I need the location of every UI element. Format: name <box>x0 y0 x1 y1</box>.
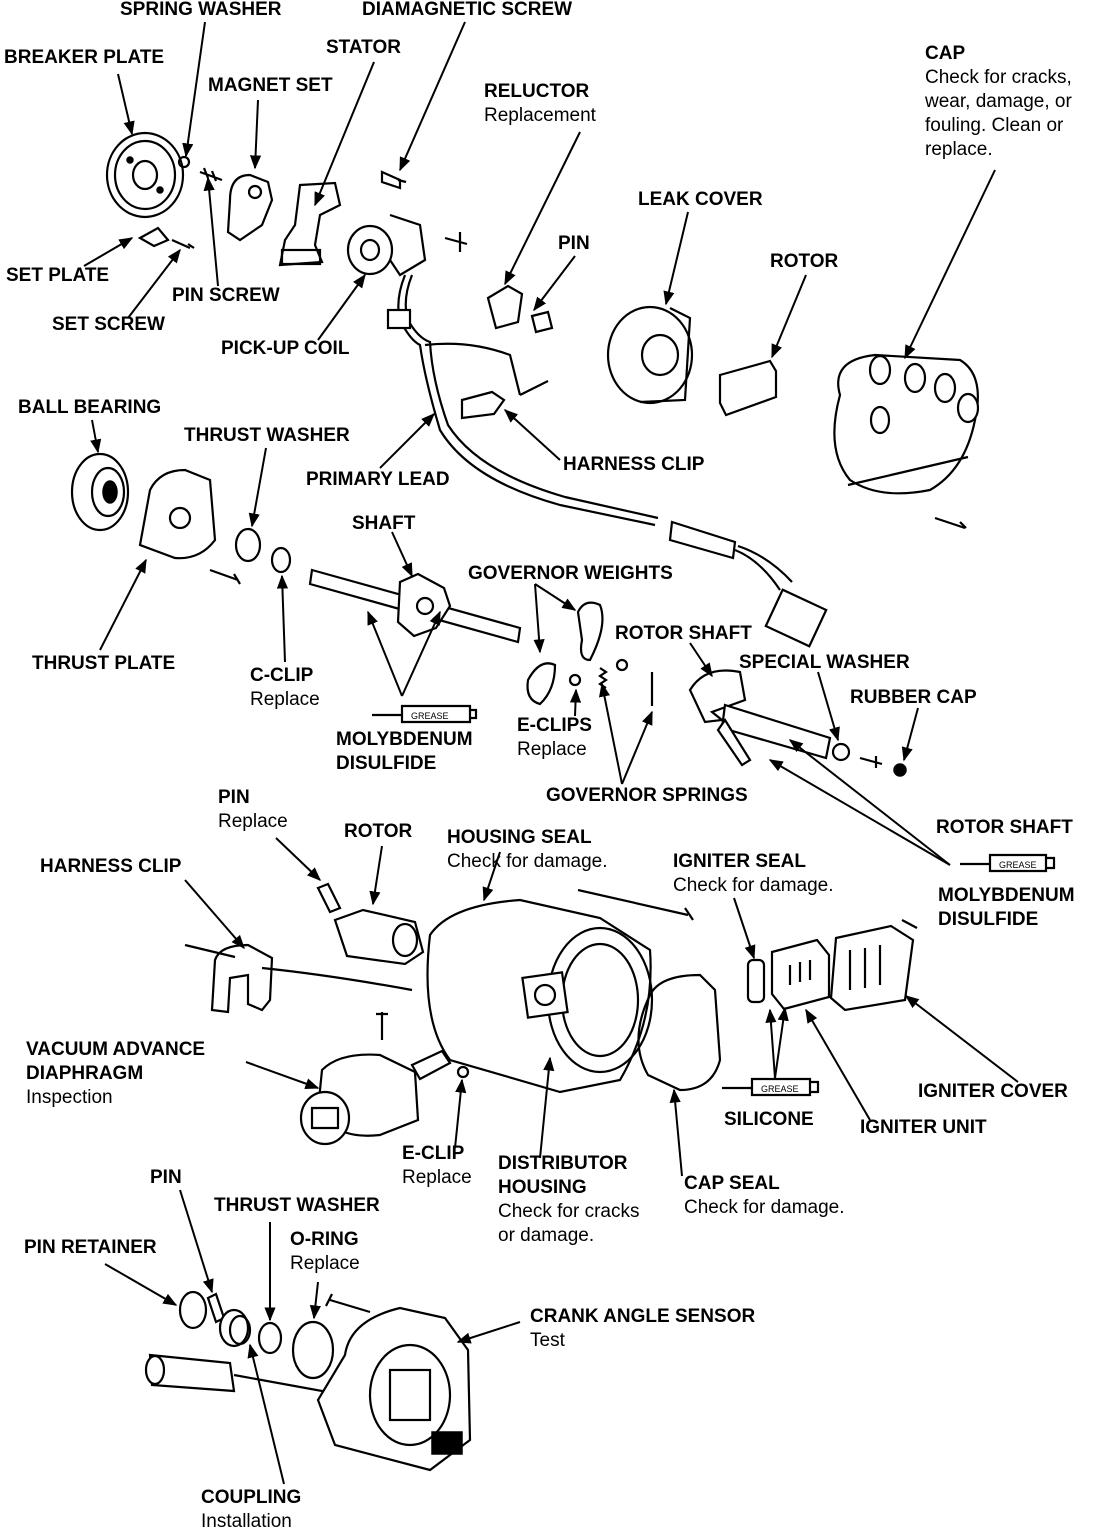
label-diamagnetic-screw: DIAMAGNETIC SCREW <box>362 0 573 20</box>
crank-angle-sensor-part <box>316 1293 472 1472</box>
label-pin-top: PIN <box>558 233 590 254</box>
special-washer-part <box>831 742 851 762</box>
label-pin-screw: PIN SCREW <box>172 285 280 306</box>
grease-tube-moly-right <box>960 853 1056 873</box>
grease-text-left: GREASE <box>411 711 449 721</box>
label-set-plate: SET PLATE <box>6 265 110 286</box>
stator-part <box>278 181 342 267</box>
e-clip-small-part <box>568 673 582 687</box>
label-spring-washer: SPRING WASHER <box>120 0 282 20</box>
thrust-washer-mid-part <box>234 527 262 563</box>
special-bolt-part <box>859 756 883 768</box>
label-thrust-washer-mid: THRUST WASHER <box>184 425 350 446</box>
label-harness-clip-top: HARNESS CLIP <box>563 454 705 475</box>
grease-text-silicone: GREASE <box>761 1084 799 1094</box>
label-pickup-coil: PICK-UP COIL <box>221 338 350 359</box>
leak-cover-part <box>606 305 694 405</box>
igniter-unit-part <box>770 938 831 1011</box>
label-rubber-cap: RUBBER CAP <box>850 687 977 708</box>
label-special-washer: SPECIAL WASHER <box>739 652 910 673</box>
pickup-coil-part <box>346 213 468 277</box>
breaker-plate-part <box>105 131 185 219</box>
leader-lines <box>83 21 1019 1485</box>
primary-lead-part <box>386 274 828 648</box>
governor-weight-a-part <box>576 601 604 662</box>
label-shaft: SHAFT <box>352 513 416 534</box>
label-rotor-shaft-mid: ROTOR SHAFT <box>615 623 752 644</box>
thrust-washer-bottom-part <box>257 1321 283 1355</box>
label-stator: STATOR <box>326 37 401 58</box>
rubber-cap-part <box>893 763 907 777</box>
label-breaker-plate: BREAKER PLATE <box>4 47 165 68</box>
label-ball-bearing: BALL BEARING <box>18 397 162 418</box>
label-igniter-cover: IGNITER COVER <box>918 1081 1068 1102</box>
distributor-housing-part <box>426 888 694 1094</box>
e-clip-part <box>456 1065 470 1079</box>
label-distributor-housing: DISTRIBUTOR HOUSING Check for cracks or … <box>498 1153 640 1246</box>
label-cap: CAP Check for cracks, wear, damage, or f… <box>925 43 1072 160</box>
harness-clip-mid-part <box>184 943 413 1014</box>
set-plate-part <box>137 226 170 248</box>
c-clip-part <box>270 546 292 574</box>
pin-retainer-part <box>178 1290 208 1330</box>
cap-seal-part <box>637 973 722 1092</box>
label-governor-weights: GOVERNOR WEIGHTS <box>468 563 673 584</box>
rotor-shaft-part <box>688 669 832 767</box>
harness-clip-top-part <box>460 380 549 420</box>
label-rotor-top: ROTOR <box>770 251 839 272</box>
label-thrust-plate: THRUST PLATE <box>32 653 176 674</box>
label-set-screw: SET SCREW <box>52 314 165 335</box>
grease-tube-silicone <box>722 1077 820 1097</box>
cap-part <box>833 353 980 530</box>
governor-spring-part <box>598 667 654 706</box>
pin-mid-part <box>316 882 342 914</box>
label-pin-bottom: PIN <box>150 1167 182 1188</box>
label-silicone: SILICONE <box>724 1109 814 1130</box>
rotor-top-part <box>718 359 778 417</box>
ball-bearing-part <box>70 452 130 532</box>
diamagnetic-screw-part <box>380 170 407 190</box>
label-vacuum-advance: VACUUM ADVANCE DIAPHRAGM Inspection <box>26 1039 206 1108</box>
o-ring-part <box>291 1320 335 1380</box>
grease-text-right: GREASE <box>999 860 1037 870</box>
governor-weight-b-part <box>526 662 557 706</box>
grease-tube-moly-left <box>372 704 478 724</box>
label-harness-clip-mid: HARNESS CLIP <box>40 856 182 877</box>
label-rotor-shaft-right: ROTOR SHAFT <box>936 817 1073 838</box>
vacuum-advance-part <box>299 1012 452 1146</box>
label-governor-springs: GOVERNOR SPRINGS <box>546 785 748 806</box>
label-thrust-washer-bottom: THRUST WASHER <box>214 1195 380 1216</box>
rotor-mid-part <box>333 908 425 966</box>
reluctor-part <box>486 284 524 330</box>
pin-top-part <box>530 310 554 334</box>
thrust-plate-part <box>138 468 241 585</box>
igniter-seal-part <box>746 958 766 1004</box>
magnet-set-part <box>226 173 274 242</box>
label-pin-retainer: PIN RETAINER <box>24 1237 157 1258</box>
label-igniter-unit: IGNITER UNIT <box>860 1117 987 1138</box>
igniter-cover-part <box>829 919 918 1012</box>
label-magnet-set: MAGNET SET <box>208 75 333 96</box>
label-primary-lead: PRIMARY LEAD <box>306 469 450 490</box>
spring-washer-part <box>177 155 223 182</box>
label-leak-cover: LEAK COVER <box>638 189 763 210</box>
set-screw-part <box>171 238 195 250</box>
label-rotor-mid: ROTOR <box>344 821 413 842</box>
